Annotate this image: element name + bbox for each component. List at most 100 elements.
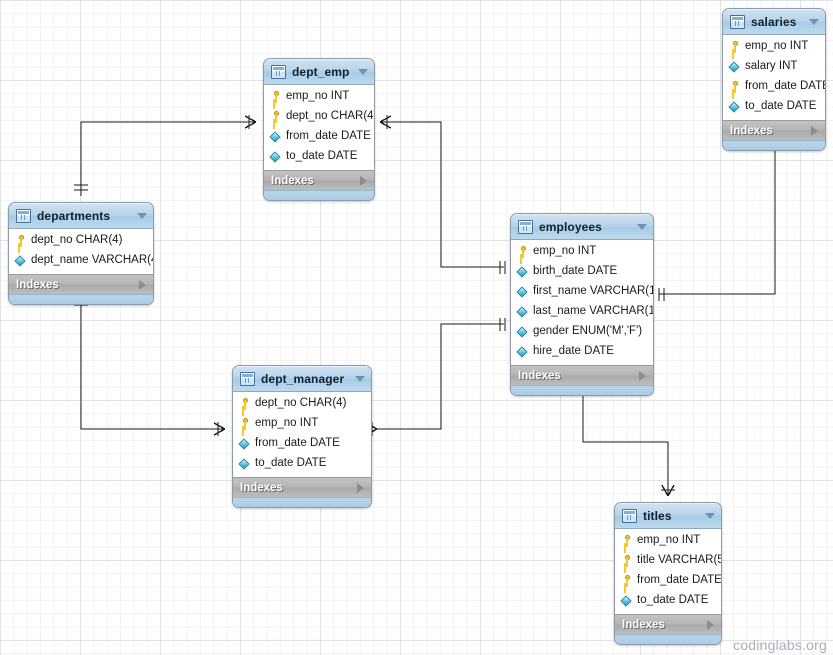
column-row[interactable]: dept_no CHAR(4) xyxy=(233,394,371,414)
column-row[interactable]: from_date DATE xyxy=(233,434,371,454)
column-row[interactable]: to_date DATE xyxy=(723,97,825,117)
indexes-section-employees[interactable]: Indexes xyxy=(511,365,653,385)
indexes-section-dept_emp[interactable]: Indexes xyxy=(264,170,374,190)
diamond-icon xyxy=(517,306,529,318)
table-title: salaries xyxy=(751,15,797,29)
indexes-label: Indexes xyxy=(622,618,665,631)
column-label: to_date DATE xyxy=(637,594,709,607)
table-title: employees xyxy=(539,220,602,234)
chevron-down-icon[interactable] xyxy=(705,513,715,519)
relationship-employees-titles xyxy=(577,382,675,497)
table-icon xyxy=(730,15,745,29)
column-row[interactable]: from_date DATE xyxy=(723,77,825,97)
table-header-employees[interactable]: employees xyxy=(511,214,653,240)
key-icon xyxy=(729,81,741,93)
column-row[interactable]: emp_no INT xyxy=(723,37,825,57)
column-row[interactable]: dept_name VARCHAR(40) xyxy=(9,251,153,271)
column-label: from_date DATE xyxy=(255,437,340,450)
column-label: emp_no INT xyxy=(286,90,350,103)
key-icon xyxy=(239,418,251,430)
column-label: from_date DATE xyxy=(637,574,722,587)
column-label: emp_no INT xyxy=(255,417,319,430)
key-icon xyxy=(621,535,633,547)
table-header-dept_emp[interactable]: dept_emp xyxy=(264,59,374,85)
column-list: emp_no INT dept_no CHAR(4) from_date DATE t… xyxy=(264,85,374,170)
table-dept_emp[interactable]: dept_emp emp_no INT dept_no CHAR(4) from_da… xyxy=(263,58,375,201)
column-label: salary INT xyxy=(745,60,798,73)
table-dept_manager[interactable]: dept_manager dept_no CHAR(4) emp_no INT fro… xyxy=(232,365,372,508)
table-header-salaries[interactable]: salaries xyxy=(723,9,825,35)
table-icon xyxy=(518,220,533,234)
table-header-departments[interactable]: departments xyxy=(9,203,153,229)
column-row[interactable]: emp_no INT xyxy=(233,414,371,434)
indexes-section-titles[interactable]: Indexes xyxy=(615,614,721,634)
table-footer xyxy=(615,634,721,644)
table-header-titles[interactable]: titles xyxy=(615,503,721,529)
column-row[interactable]: hire_date DATE xyxy=(511,342,653,362)
column-label: from_date DATE xyxy=(745,80,826,93)
column-row[interactable]: emp_no INT xyxy=(511,242,653,262)
table-icon xyxy=(271,65,286,79)
column-row[interactable]: emp_no INT xyxy=(615,531,721,551)
table-salaries[interactable]: salaries emp_no INT salary INT from_date DA… xyxy=(722,8,826,151)
relationship-dept_emp-employees xyxy=(379,115,506,274)
chevron-right-icon[interactable] xyxy=(811,125,818,136)
table-departments[interactable]: departments dept_no CHAR(4) dept_name VARC… xyxy=(8,202,154,305)
table-employees[interactable]: employees emp_no INT birth_date DATE first_… xyxy=(510,213,654,396)
table-icon xyxy=(240,372,255,386)
column-label: first_name VARCHAR(14) xyxy=(533,285,654,298)
column-row[interactable]: gender ENUM('M','F') xyxy=(511,322,653,342)
column-row[interactable]: from_date DATE xyxy=(264,127,374,147)
table-title: titles xyxy=(643,509,672,523)
column-label: hire_date DATE xyxy=(533,345,614,358)
column-row[interactable]: to_date DATE xyxy=(615,591,721,611)
chevron-right-icon[interactable] xyxy=(639,370,646,381)
column-label: dept_no CHAR(4) xyxy=(255,397,347,410)
table-title: dept_emp xyxy=(292,65,350,79)
diamond-icon xyxy=(729,101,741,113)
column-row[interactable]: from_date DATE xyxy=(615,571,721,591)
column-label: birth_date DATE xyxy=(533,265,618,278)
chevron-down-icon[interactable] xyxy=(355,376,365,382)
chevron-down-icon[interactable] xyxy=(137,213,147,219)
column-label: dept_no CHAR(4) xyxy=(31,234,123,247)
column-row[interactable]: first_name VARCHAR(14) xyxy=(511,282,653,302)
table-footer xyxy=(9,294,153,304)
chevron-right-icon[interactable] xyxy=(139,279,146,290)
column-label: from_date DATE xyxy=(286,130,371,143)
indexes-label: Indexes xyxy=(271,174,314,187)
column-label: emp_no INT xyxy=(533,245,597,258)
chevron-down-icon[interactable] xyxy=(358,69,368,75)
chevron-right-icon[interactable] xyxy=(360,175,367,186)
diamond-icon xyxy=(517,326,529,338)
column-label: last_name VARCHAR(16) xyxy=(533,305,654,318)
chevron-right-icon[interactable] xyxy=(707,619,714,630)
key-icon xyxy=(270,111,282,123)
column-row[interactable]: salary INT xyxy=(723,57,825,77)
column-row[interactable]: emp_no INT xyxy=(264,87,374,107)
column-row[interactable]: last_name VARCHAR(16) xyxy=(511,302,653,322)
column-row[interactable]: dept_no CHAR(4) xyxy=(9,231,153,251)
chevron-down-icon[interactable] xyxy=(637,224,647,230)
column-row[interactable]: to_date DATE xyxy=(264,147,374,167)
chevron-down-icon[interactable] xyxy=(809,19,819,25)
diamond-icon xyxy=(517,266,529,278)
indexes-label: Indexes xyxy=(730,124,773,137)
column-row[interactable]: dept_no CHAR(4) xyxy=(264,107,374,127)
table-header-dept_manager[interactable]: dept_manager xyxy=(233,366,371,392)
indexes-section-salaries[interactable]: Indexes xyxy=(723,120,825,140)
column-row[interactable]: to_date DATE xyxy=(233,454,371,474)
indexes-section-dept_manager[interactable]: Indexes xyxy=(233,477,371,497)
table-footer xyxy=(233,497,371,507)
diamond-icon xyxy=(517,286,529,298)
table-title: departments xyxy=(37,209,111,223)
column-row[interactable]: title VARCHAR(50) xyxy=(615,551,721,571)
indexes-section-departments[interactable]: Indexes xyxy=(9,274,153,294)
key-icon xyxy=(239,398,251,410)
key-icon xyxy=(517,246,529,258)
diamond-icon xyxy=(239,438,251,450)
chevron-right-icon[interactable] xyxy=(357,482,364,493)
column-row[interactable]: birth_date DATE xyxy=(511,262,653,282)
